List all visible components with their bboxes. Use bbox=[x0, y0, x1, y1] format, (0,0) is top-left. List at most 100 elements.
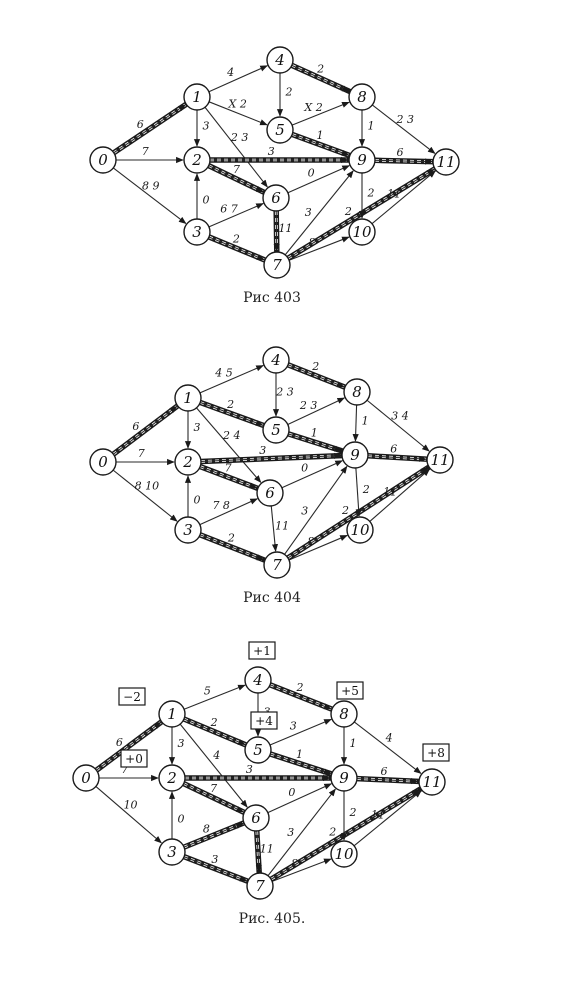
edge-weight-label: 11 bbox=[275, 519, 289, 532]
edge-4-8: 2 bbox=[285, 360, 347, 390]
edge-3-6: 8 bbox=[181, 820, 246, 850]
reserve-box-frame bbox=[422, 743, 450, 762]
edge-arrow bbox=[112, 167, 187, 224]
edge-9-10: 2 bbox=[358, 173, 375, 219]
edge-arrow bbox=[113, 405, 178, 455]
edge-1-5: 2 bbox=[197, 398, 266, 428]
node-4: 4 bbox=[244, 666, 272, 694]
node-circle bbox=[418, 768, 446, 796]
edge-0-2: 7 bbox=[116, 145, 184, 164]
edge-arrow bbox=[288, 433, 343, 452]
node-label: 7 bbox=[272, 556, 282, 574]
edge-1-4: 4 5 bbox=[199, 365, 264, 394]
edge-weight-label: 0 bbox=[203, 194, 210, 207]
edge-arrow bbox=[367, 455, 427, 462]
edge-0-1: 6 bbox=[111, 102, 189, 156]
edge-weight-label: 6 7 bbox=[220, 202, 238, 215]
edge-0-3: 10 bbox=[95, 786, 162, 844]
node-circle bbox=[89, 146, 117, 174]
node-circle bbox=[348, 146, 376, 174]
edge-4-5: 2 3 bbox=[272, 373, 294, 417]
node-9: 9 bbox=[330, 764, 358, 792]
node-circle bbox=[330, 764, 358, 792]
edge-9-10: 2 bbox=[340, 791, 357, 841]
edge-weight-label: 7 bbox=[142, 145, 149, 158]
edge-weight-label: 4 bbox=[226, 66, 234, 79]
edge-weight-label: 11 bbox=[371, 809, 385, 822]
node-5: 5 bbox=[262, 416, 290, 444]
node-circle bbox=[263, 251, 291, 279]
edge-weight-label: 3 bbox=[178, 737, 185, 750]
edge-arrow bbox=[196, 407, 262, 483]
edge-weight-label: 2 bbox=[226, 398, 234, 411]
edge-1-2: 3 bbox=[168, 727, 185, 765]
edge-weight-label: 6 bbox=[397, 146, 404, 159]
edge-1-5: 2 bbox=[181, 716, 248, 748]
edge-weight-label: 7 bbox=[210, 782, 217, 795]
edge-arrow bbox=[269, 684, 332, 710]
node-8: 8 bbox=[348, 83, 376, 111]
edge-arrow bbox=[292, 133, 350, 156]
edge-weight-label: 4 bbox=[385, 731, 393, 744]
edge-arrow bbox=[208, 203, 264, 228]
edge-arrow bbox=[199, 466, 258, 489]
node-label: 3 bbox=[167, 843, 177, 861]
edge-arrow bbox=[255, 830, 262, 873]
edge-2-6: 7 bbox=[205, 162, 267, 195]
node-label: 8 bbox=[339, 705, 349, 723]
edge-arrow bbox=[353, 790, 422, 847]
node-circle bbox=[256, 479, 284, 507]
edge-weight-label: 4 5 bbox=[214, 367, 233, 380]
edge-weight-label: 2 bbox=[344, 205, 352, 218]
edge-arrow bbox=[112, 469, 178, 522]
node-6: 6 bbox=[262, 184, 290, 212]
node-0: 0 bbox=[89, 448, 117, 476]
edge-weight-label: 10 bbox=[124, 798, 138, 811]
node-6: 6 bbox=[242, 804, 270, 832]
edge-arrow bbox=[288, 236, 350, 261]
edge-arrow bbox=[270, 505, 279, 552]
node-circle bbox=[348, 218, 376, 246]
edge-weight-label: 7 bbox=[233, 163, 240, 176]
node-circle bbox=[266, 116, 294, 144]
edge-2-9: 3 bbox=[182, 763, 333, 782]
edge-arrow bbox=[208, 65, 268, 93]
edge-8-11: 4 bbox=[353, 721, 422, 774]
node-7: 7 bbox=[263, 251, 291, 279]
edge-weight-label: 7 bbox=[225, 462, 232, 475]
edge-weight-label: X 2 bbox=[228, 97, 247, 110]
node-11: 11 bbox=[432, 148, 460, 176]
edge-6-9: 0 bbox=[267, 783, 332, 814]
edge-weight-label: 4 bbox=[212, 749, 220, 762]
reserve-box: +0 bbox=[120, 749, 148, 768]
edge-arrow bbox=[96, 721, 162, 771]
edge-weight-label: 5 bbox=[204, 684, 211, 697]
edge-5-9: 1 bbox=[285, 427, 345, 454]
edge-2-6: 7 bbox=[180, 780, 247, 815]
edge-weight-label: 11 bbox=[278, 222, 292, 235]
reserve-box-frame bbox=[248, 641, 276, 660]
node-0: 0 bbox=[72, 764, 100, 792]
node-label: 1 bbox=[192, 88, 202, 106]
reserve-box-value: +8 bbox=[427, 746, 445, 760]
edge-arrow bbox=[183, 822, 244, 848]
edge-weight-label: 0 bbox=[194, 493, 201, 506]
node-label: 11 bbox=[422, 773, 441, 791]
edge-weight-label: 2 3 bbox=[396, 113, 415, 126]
node-label: 8 bbox=[352, 383, 362, 401]
edge-10-11: 11 bbox=[371, 170, 436, 225]
node-label: 11 bbox=[430, 451, 449, 469]
node-label: 10 bbox=[334, 845, 354, 863]
edge-weight-label: 2 bbox=[210, 716, 218, 729]
node-3: 3 bbox=[183, 218, 211, 246]
edge-arrow bbox=[199, 498, 258, 526]
edge-weight-label: 1 bbox=[368, 119, 375, 132]
edge-arrow bbox=[355, 467, 362, 517]
node-label: 2 bbox=[166, 769, 177, 787]
edge-weight-label: 2 bbox=[316, 62, 324, 75]
node-label: 9 bbox=[339, 769, 349, 787]
edge-weight-label: 1 bbox=[311, 427, 318, 440]
node-circle bbox=[89, 448, 117, 476]
caption-fig2: Рис 404 bbox=[243, 590, 301, 606]
